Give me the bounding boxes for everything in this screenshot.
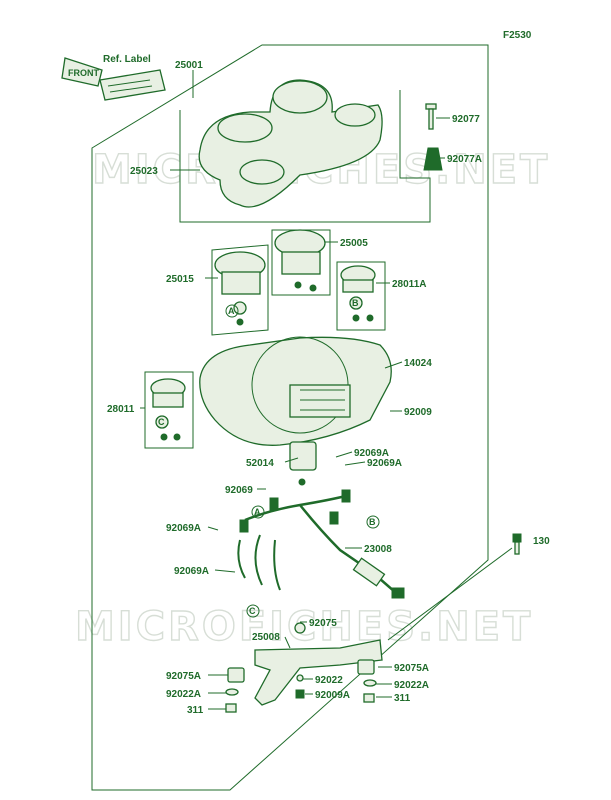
ref-label-text: Ref. Label bbox=[103, 54, 151, 65]
circle-letter-b-upper: B bbox=[349, 296, 363, 310]
label-311-left: 311 bbox=[187, 705, 204, 716]
label-25005: 25005 bbox=[340, 238, 368, 249]
switch-52014-shape bbox=[289, 441, 317, 486]
label-92069A-1: 92069A bbox=[354, 448, 389, 459]
svg-text:A: A bbox=[228, 306, 235, 316]
label-28011A: 28011A bbox=[392, 279, 426, 290]
meter-cover-shape bbox=[198, 79, 383, 208]
damper-92075A-left-icon bbox=[227, 667, 245, 683]
circle-letter-b-harness: B bbox=[366, 515, 380, 529]
svg-text:B: B bbox=[352, 298, 359, 308]
label-92009: 92009 bbox=[404, 407, 432, 418]
label-23008: 23008 bbox=[364, 544, 392, 555]
circle-letter-a-upper: A bbox=[225, 304, 239, 318]
label-311-right: 311 bbox=[394, 693, 411, 704]
label-92022A-right: 92022A bbox=[394, 680, 429, 691]
label-25001: 25001 bbox=[175, 60, 203, 71]
diagram-code: F2530 bbox=[503, 30, 532, 41]
label-92075A-left: 92075A bbox=[166, 671, 201, 682]
label-92009A: 92009A bbox=[315, 690, 350, 701]
bolt-92009A-icon bbox=[295, 689, 305, 699]
bolt-130-icon bbox=[512, 533, 522, 555]
circle-letter-c-harness: C bbox=[246, 604, 260, 618]
label-92022A-left: 92022A bbox=[166, 689, 201, 700]
leader-130 bbox=[387, 547, 513, 641]
label-25015: 25015 bbox=[166, 274, 194, 285]
svg-text:A: A bbox=[254, 507, 261, 517]
cover-group-box bbox=[179, 90, 431, 223]
label-25023: 25023 bbox=[130, 166, 158, 177]
label-92075: 92075 bbox=[309, 618, 337, 629]
ref-label-sticker bbox=[99, 69, 166, 101]
bracket-25008-shape bbox=[254, 622, 383, 706]
svg-text:C: C bbox=[158, 417, 165, 427]
label-92069A-4: 92069A bbox=[174, 566, 209, 577]
nut-311-right-icon bbox=[363, 693, 375, 703]
washer-92022-icon bbox=[296, 674, 304, 682]
meter-case-shape bbox=[199, 336, 392, 446]
label-130: 130 bbox=[533, 536, 550, 547]
label-92069A-2: 92069A bbox=[367, 458, 402, 469]
assembly-outline bbox=[91, 44, 489, 791]
label-92077: 92077 bbox=[452, 114, 480, 125]
label-52014: 52014 bbox=[246, 458, 274, 469]
label-92022: 92022 bbox=[315, 675, 343, 686]
label-28011: 28011 bbox=[107, 404, 135, 415]
svg-text:C: C bbox=[249, 606, 256, 616]
speedometer-shape bbox=[211, 244, 269, 336]
label-92075A-right: 92075A bbox=[394, 663, 429, 674]
tachometer-shape bbox=[271, 229, 331, 296]
wiring-harness-shape bbox=[237, 489, 405, 599]
damper-92075A-right-icon bbox=[357, 659, 375, 675]
leader-lines bbox=[170, 70, 450, 710]
nut-311-left-icon bbox=[225, 703, 237, 713]
svg-text:B: B bbox=[369, 517, 376, 527]
label-92077A: 92077A bbox=[447, 154, 482, 165]
washer-92022A-right-icon bbox=[363, 679, 377, 687]
circle-letter-c-upper: C bbox=[155, 415, 169, 429]
label-25008: 25008 bbox=[252, 632, 280, 643]
screw-92077-icon bbox=[425, 103, 437, 130]
front-tag-icon: FRONT bbox=[61, 57, 103, 87]
circle-letter-a-harness: A bbox=[251, 505, 265, 519]
washer-92022A-left-icon bbox=[225, 688, 239, 696]
gauge-28011-shape bbox=[144, 371, 194, 449]
label-92069A-3: 92069A bbox=[166, 523, 201, 534]
label-14024: 14024 bbox=[404, 358, 432, 369]
front-tag-text: FRONT bbox=[68, 68, 99, 78]
label-92069: 92069 bbox=[225, 485, 253, 496]
gauge-28011A-shape bbox=[336, 261, 386, 331]
grommet-92077A-icon bbox=[423, 147, 443, 171]
